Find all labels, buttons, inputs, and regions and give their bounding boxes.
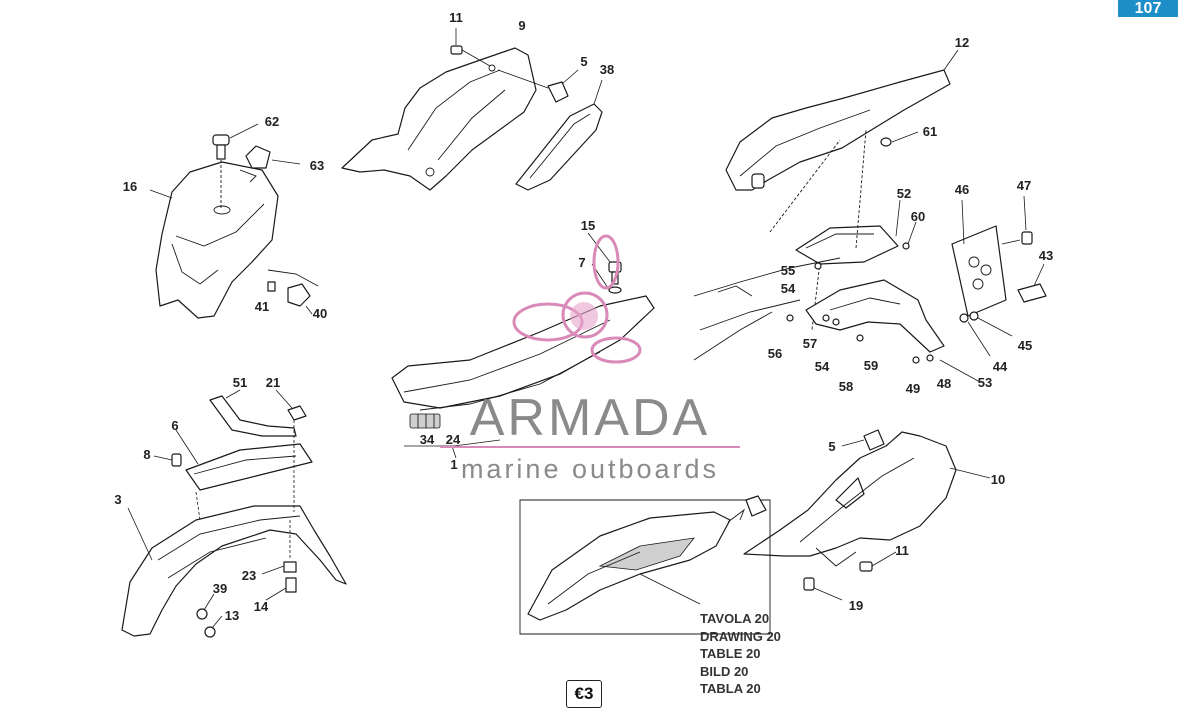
reference-line: BILD 20 xyxy=(700,663,749,679)
drawing-reference-list: TAVOLA 20 DRAWING 20 TABLE 20 BILD 20 TA… xyxy=(700,610,781,698)
spacer-23-bolt-14 xyxy=(261,520,297,601)
brand-divider xyxy=(440,446,740,448)
washer-39-nut-13 xyxy=(196,593,223,638)
bolt-11-19-right xyxy=(803,547,897,601)
callout-12: 12 xyxy=(955,35,969,50)
screw-41-clamp-40 xyxy=(267,269,319,315)
page-number-tab: 107 xyxy=(1118,0,1178,17)
washers-49-48 xyxy=(912,354,981,383)
nut-21 xyxy=(275,389,307,512)
bracket-43 xyxy=(1017,263,1047,303)
plate-38 xyxy=(515,79,603,191)
reference-line: TABLE 20 xyxy=(700,646,761,661)
callout-24: 24 xyxy=(446,432,461,447)
clip-5-right xyxy=(841,429,885,451)
callout-1: 1 xyxy=(450,457,457,472)
bolt-11-top xyxy=(450,28,491,67)
side-panel-9 xyxy=(341,47,537,191)
callout-9: 9 xyxy=(518,18,525,33)
callout-52: 52 xyxy=(897,186,911,201)
callout-7: 7 xyxy=(578,255,585,270)
callout-5-right: 5 xyxy=(828,439,835,454)
callout-13: 13 xyxy=(225,608,239,623)
callout-11-top: 11 xyxy=(449,10,463,25)
callout-58: 58 xyxy=(839,379,853,394)
bracket-6 xyxy=(175,429,313,521)
callout-labels: 11 9 5 38 12 62 63 16 61 15 7 52 60 46 4… xyxy=(114,10,1053,623)
screw-62 xyxy=(212,123,259,210)
callout-38: 38 xyxy=(600,62,614,77)
callout-60: 60 xyxy=(911,209,925,224)
bolt-47 xyxy=(1001,195,1033,245)
callout-47: 47 xyxy=(1017,178,1031,193)
callout-10: 10 xyxy=(991,472,1005,487)
reference-line: TAVOLA 20 xyxy=(700,611,770,626)
callout-5-top: 5 xyxy=(580,54,587,69)
callout-54-lower: 54 xyxy=(815,359,830,374)
callout-59: 59 xyxy=(864,358,878,373)
callout-44: 44 xyxy=(993,359,1008,374)
callout-39: 39 xyxy=(213,581,227,596)
callout-46: 46 xyxy=(955,182,969,197)
callout-61: 61 xyxy=(923,124,937,139)
callout-21: 21 xyxy=(266,375,280,390)
callout-49: 49 xyxy=(906,381,920,396)
brand-watermark-title: ARMADA xyxy=(469,389,711,447)
plate-holder-46 xyxy=(951,199,1007,317)
callout-55: 55 xyxy=(781,263,795,278)
callout-48: 48 xyxy=(937,376,951,391)
callout-43: 43 xyxy=(1039,248,1053,263)
clip-5-top xyxy=(497,69,579,103)
callout-62: 62 xyxy=(265,114,279,129)
callout-45: 45 xyxy=(1018,338,1032,353)
nuts-44-45 xyxy=(959,311,1013,357)
reference-line: DRAWING 20 xyxy=(700,628,781,644)
callout-8: 8 xyxy=(143,447,150,462)
callout-23: 23 xyxy=(242,568,256,583)
callout-3: 3 xyxy=(114,492,121,507)
side-panel-10 xyxy=(743,431,991,557)
tail-12 xyxy=(725,49,959,191)
inset-box xyxy=(519,495,771,635)
frame-sketch xyxy=(693,257,841,361)
callout-54-upper: 54 xyxy=(781,281,796,296)
headlight-fairing-16 xyxy=(149,161,279,319)
callout-34: 34 xyxy=(420,432,435,447)
screw-8 xyxy=(153,453,182,467)
callout-41: 41 xyxy=(255,299,269,314)
callout-63: 63 xyxy=(310,158,324,173)
callout-15: 15 xyxy=(581,218,595,233)
callout-53: 53 xyxy=(978,375,992,390)
callout-14: 14 xyxy=(254,599,269,614)
front-fender-3 xyxy=(121,505,347,637)
euro-3-badge: €3 xyxy=(566,680,602,708)
brand-watermark-tagline: marine outboards xyxy=(460,454,720,484)
callout-51: 51 xyxy=(233,375,247,390)
grommet-61 xyxy=(880,131,919,147)
callout-11-right: 11 xyxy=(895,543,909,558)
strap-51 xyxy=(209,389,297,437)
brand-logo-mark xyxy=(512,234,642,364)
reference-line: TABLA 20 xyxy=(700,681,761,696)
bracket-assembly xyxy=(769,129,945,353)
callout-40: 40 xyxy=(313,306,327,321)
callout-19: 19 xyxy=(849,598,863,613)
callout-6: 6 xyxy=(171,418,178,433)
clip-63 xyxy=(239,145,301,183)
callout-16: 16 xyxy=(123,179,137,194)
callout-57: 57 xyxy=(803,336,817,351)
callout-56: 56 xyxy=(768,346,782,361)
